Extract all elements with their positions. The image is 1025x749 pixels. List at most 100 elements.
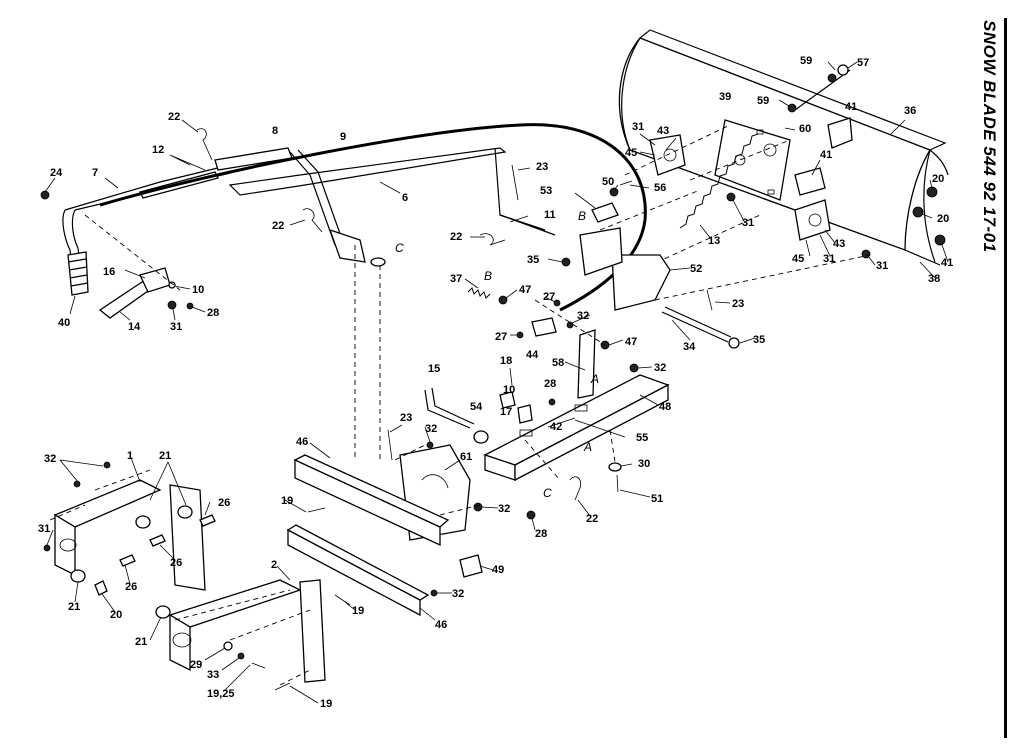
bolt-26c <box>119 554 136 567</box>
callout-8: 8 <box>272 125 278 137</box>
reference-letters: B B C C A A <box>395 209 599 500</box>
callout-31: 31 <box>170 321 182 333</box>
bracket-52 <box>611 254 671 311</box>
ref-c: C <box>543 486 552 500</box>
callout-21: 21 <box>159 450 171 462</box>
nut-32c <box>426 441 434 449</box>
callout-19: 19 <box>320 698 332 710</box>
callout-2: 2 <box>271 559 277 571</box>
callout-28: 28 <box>207 307 219 319</box>
nut-35b <box>728 337 740 349</box>
callout-32: 32 <box>44 453 56 465</box>
collar-10b <box>499 391 516 409</box>
spring-13 <box>679 133 759 229</box>
callout-53: 53 <box>540 185 552 197</box>
bracket-49 <box>459 554 483 578</box>
nut-31e <box>167 300 177 310</box>
callout-46: 46 <box>435 619 447 631</box>
callout-42: 42 <box>550 421 562 433</box>
callout-13: 13 <box>708 235 720 247</box>
callout-21: 21 <box>68 601 80 613</box>
callout-32: 32 <box>498 503 510 515</box>
callout-55: 55 <box>636 432 648 444</box>
nut-31f <box>43 544 51 552</box>
washer-21c <box>70 569 86 583</box>
callout-10: 10 <box>192 284 204 296</box>
rod-34 <box>661 306 732 343</box>
callout-26: 26 <box>125 581 137 593</box>
callout-47: 47 <box>625 336 637 348</box>
bar-58 <box>577 329 596 399</box>
rod-6 <box>228 147 507 196</box>
nut-59b <box>787 103 797 113</box>
callout-19: 19 <box>352 605 364 617</box>
pin-22c <box>479 233 506 246</box>
callout-31: 31 <box>38 523 50 535</box>
callout-31: 31 <box>632 121 644 133</box>
callout-32: 32 <box>425 423 437 435</box>
callout-54: 54 <box>470 401 483 413</box>
nut-27a <box>553 299 561 307</box>
bolt-41c <box>934 234 946 246</box>
callout-49: 49 <box>492 564 504 576</box>
callout-43: 43 <box>657 125 669 137</box>
callout-56: 56 <box>654 182 666 194</box>
nut-32b <box>629 363 639 373</box>
callout-20: 20 <box>110 609 122 621</box>
bolt-24 <box>40 190 50 200</box>
callout-19-25: 19,25 <box>207 688 235 700</box>
callout-23: 23 <box>400 412 412 424</box>
callout-52: 52 <box>690 263 702 275</box>
bolt-26b <box>149 534 166 547</box>
callout-59: 59 <box>800 55 812 67</box>
callout-32: 32 <box>452 588 464 600</box>
callout-35: 35 <box>527 254 539 266</box>
bolt-1925 <box>251 662 266 669</box>
washer-21d <box>155 605 171 619</box>
bolt-55 <box>574 419 611 433</box>
callout-27: 27 <box>543 291 555 303</box>
callout-45: 45 <box>792 253 804 265</box>
callout-20: 20 <box>932 173 944 185</box>
ref-b: B <box>578 209 586 223</box>
callout-21: 21 <box>135 636 147 648</box>
callout-39: 39 <box>719 91 731 103</box>
callout-leaders <box>44 61 949 704</box>
callout-22: 22 <box>168 111 180 123</box>
callout-23: 23 <box>732 298 744 310</box>
callout-37: 37 <box>450 273 462 285</box>
callout-12: 12 <box>152 144 164 156</box>
spring-37 <box>467 287 491 299</box>
callout-27: 27 <box>495 331 507 343</box>
nut-35a <box>561 257 571 267</box>
bushing-17 <box>517 404 533 424</box>
callout-48: 48 <box>659 401 671 413</box>
block-44 <box>531 317 557 337</box>
pivot-bracket-41 <box>649 117 853 241</box>
callout-45: 45 <box>625 147 637 159</box>
washer-29 <box>223 641 233 651</box>
callout-9: 9 <box>340 131 346 143</box>
callout-labels: 57 59 59 36 39 41 60 31 43 45 41 20 20 4… <box>38 55 953 710</box>
callout-19: 19 <box>281 495 293 507</box>
callout-58: 58 <box>552 357 564 369</box>
nut-28b <box>548 398 556 406</box>
callout-24: 24 <box>50 167 63 179</box>
bolt-19a <box>307 507 326 513</box>
callout-20: 20 <box>937 213 949 225</box>
callout-41: 41 <box>845 101 857 113</box>
callout-17: 17 <box>500 406 512 418</box>
callout-41: 41 <box>820 149 832 161</box>
washer-21a <box>135 515 151 529</box>
ref-a: A <box>590 372 599 386</box>
bolt-51 <box>616 474 619 493</box>
callout-26: 26 <box>218 497 230 509</box>
border-rule <box>1004 18 1007 738</box>
bolt-20c <box>94 580 108 596</box>
diagram-title: SNOW BLADE 544 92 17-01 <box>975 20 1005 320</box>
bracket-2 <box>168 579 326 683</box>
callout-34: 34 <box>683 341 696 353</box>
bracket-1 <box>53 479 206 591</box>
callout-28: 28 <box>544 378 556 390</box>
nut-31b <box>726 192 736 202</box>
